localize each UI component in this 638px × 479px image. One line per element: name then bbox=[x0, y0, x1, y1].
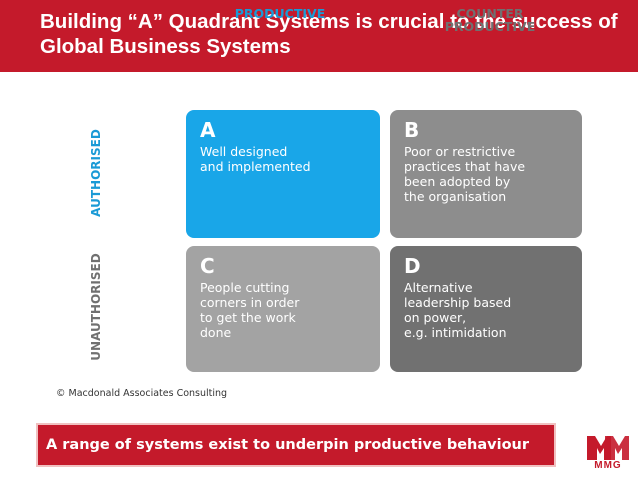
copyright-notice: © Macdonald Associates Consulting bbox=[56, 388, 228, 399]
column-header-counter-productive: COUNTER PRODUCTIVE bbox=[444, 6, 536, 34]
quadrant-d-letter: D bbox=[404, 254, 421, 278]
footer-message-box: A range of systems exist to underpin pro… bbox=[36, 423, 556, 467]
logo-text: MMG bbox=[594, 460, 622, 471]
row-label-authorised: AUTHORISED bbox=[89, 129, 103, 217]
quadrant-a-letter: A bbox=[200, 118, 216, 142]
quadrant-c-text: People cutting corners in order to get t… bbox=[200, 280, 300, 340]
quadrant-b-letter: B bbox=[404, 118, 420, 142]
quadrant-a-text: Well designed and implemented bbox=[200, 144, 311, 174]
quadrant-d: D Alternative leadership based on power,… bbox=[390, 246, 582, 372]
quadrant-b: B Poor or restrictive practices that hav… bbox=[390, 110, 582, 238]
mmg-logo-icon: MMG bbox=[585, 432, 631, 472]
title-bar: Building “A” Quadrant Systems is crucial… bbox=[0, 0, 638, 72]
mmg-logo-mark bbox=[587, 436, 629, 460]
quadrant-b-text: Poor or restrictive practices that have … bbox=[404, 144, 526, 204]
column-header-productive: PRODUCTIVE bbox=[234, 6, 326, 21]
quadrant-c: C People cutting corners in order to get… bbox=[186, 246, 380, 372]
quadrant-a: A Well designed and implemented bbox=[186, 110, 380, 238]
quadrant-c-letter: C bbox=[200, 254, 215, 278]
quadrant-d-text: Alternative leadership based on power, e… bbox=[404, 280, 512, 340]
footer-message: A range of systems exist to underpin pro… bbox=[46, 437, 530, 453]
slide-title: Building “A” Quadrant Systems is crucial… bbox=[40, 10, 618, 58]
row-label-unauthorised: UNAUTHORISED bbox=[89, 253, 103, 361]
